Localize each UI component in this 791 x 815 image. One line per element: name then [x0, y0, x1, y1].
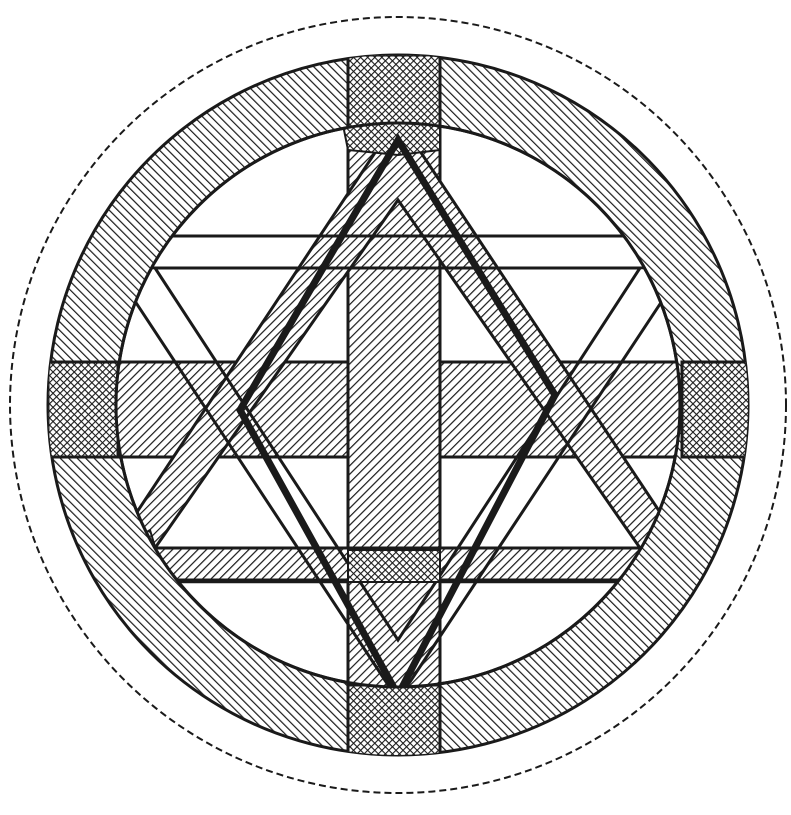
hexagram-emblem	[0, 0, 791, 815]
